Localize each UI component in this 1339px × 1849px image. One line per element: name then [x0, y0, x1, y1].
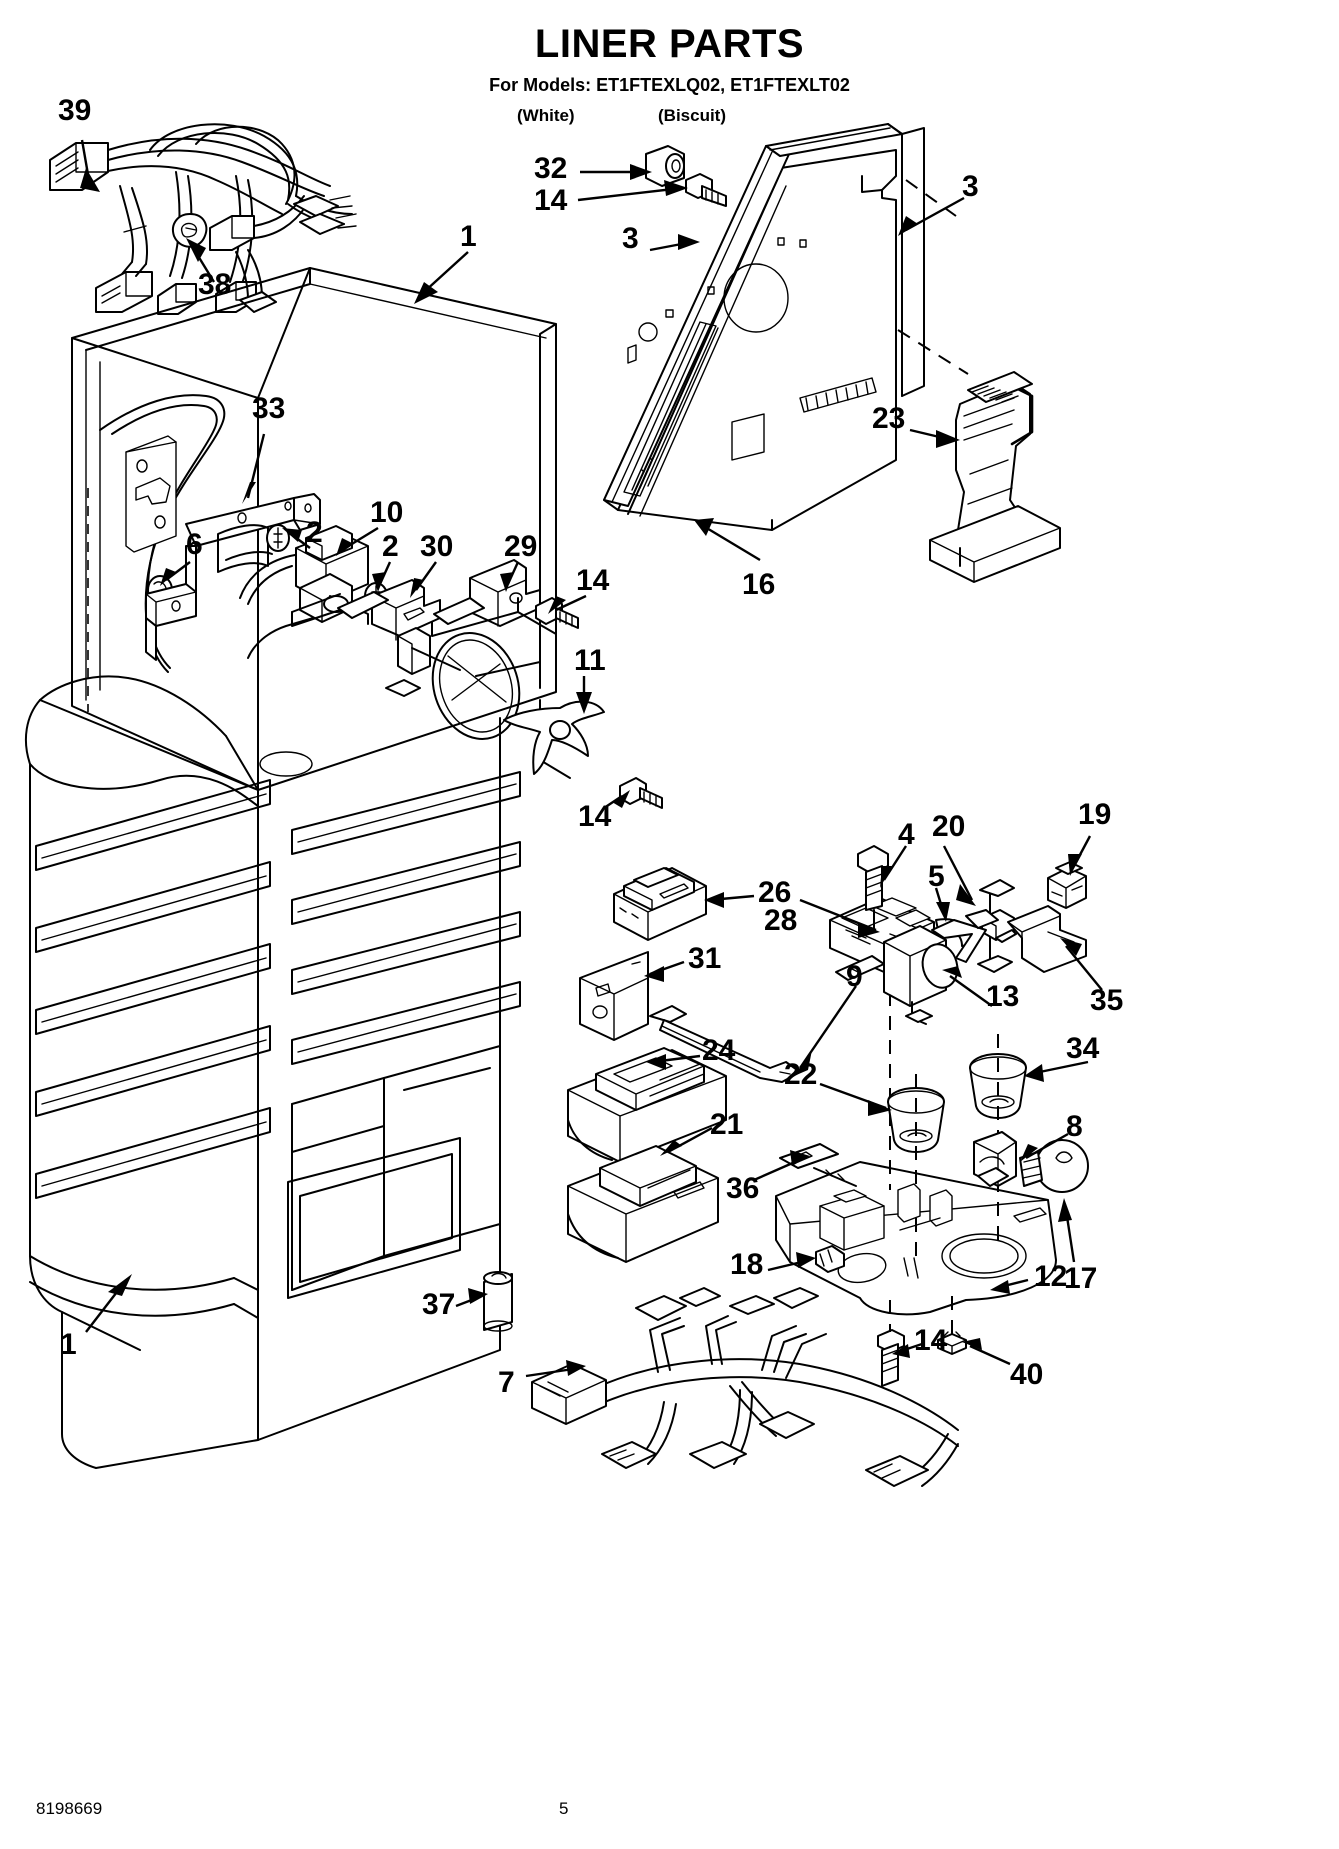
- callout-14-b: 14: [576, 564, 610, 597]
- control-module-26: [614, 868, 706, 940]
- callout-11: 11: [574, 644, 606, 677]
- callout-14-a: 14: [534, 184, 568, 217]
- models-line: For Models: ET1FTEXLQ02, ET1FTEXLT02: [489, 75, 850, 95]
- callout-1-bottom: 1: [60, 1328, 77, 1361]
- callout-33: 33: [252, 392, 286, 425]
- callout-3-left: 3: [622, 222, 639, 255]
- callout-6: 6: [186, 528, 203, 561]
- callout-8: 8: [1066, 1110, 1083, 1143]
- callout-30: 30: [420, 530, 454, 563]
- color-white-label: (White): [517, 106, 575, 125]
- callout-5: 5: [928, 860, 945, 893]
- callout-24: 24: [702, 1034, 736, 1067]
- cabinet-liner-1: [26, 268, 556, 1468]
- page-title: LINER PARTS: [534, 22, 805, 66]
- color-variants-line: (White) (Biscuit): [0, 107, 1339, 129]
- callout-13: 13: [986, 980, 1020, 1013]
- callout-23: 23: [872, 402, 906, 435]
- cover-plate-31: [580, 952, 648, 1040]
- callout-12: 12: [1034, 1260, 1068, 1293]
- callout-9: 9: [846, 960, 863, 993]
- callout-1-top: 1: [460, 220, 477, 253]
- color-biscuit-label: (Biscuit): [658, 106, 726, 125]
- dispenser-housing-23: [930, 372, 1060, 582]
- callout-39: 39: [58, 94, 92, 127]
- leader-lines: [80, 140, 1102, 1376]
- callout-35: 35: [1090, 984, 1124, 1017]
- callout-21: 21: [710, 1108, 744, 1141]
- callout-22: 22: [784, 1058, 818, 1091]
- wiring-harness-39: [50, 124, 356, 314]
- page-footer: 8198669 5: [0, 1799, 1339, 1821]
- callout-2-a: 2: [306, 516, 323, 549]
- rear-liner-panel-16: [604, 124, 968, 530]
- linkage-and-ducts: [568, 1006, 800, 1262]
- callout-18: 18: [730, 1248, 764, 1281]
- callout-10: 10: [370, 496, 404, 529]
- callout-4: 4: [898, 818, 915, 851]
- damper-motor-13: [836, 910, 998, 1024]
- callout-34: 34: [1066, 1032, 1100, 1065]
- callout-31: 31: [688, 942, 722, 975]
- hardware-32-14: [646, 146, 726, 206]
- callout-14-d: 14: [914, 1324, 948, 1357]
- lower-wiring-harness-7: [532, 1288, 958, 1486]
- callout-20: 20: [932, 810, 966, 843]
- callout-2-b: 2: [382, 530, 399, 563]
- callout-36: 36: [726, 1172, 760, 1205]
- callout-16: 16: [742, 568, 776, 601]
- callout-37: 37: [422, 1288, 456, 1321]
- callout-26: 26: [758, 876, 792, 909]
- footer-part-number: 8198669: [36, 1799, 103, 1818]
- light-housing-12: [776, 1132, 1088, 1386]
- callout-32: 32: [534, 152, 568, 185]
- callout-19: 19: [1078, 798, 1112, 831]
- callout-29: 29: [504, 530, 538, 563]
- page-header: LINER PARTS For Models: ET1FTEXLQ02, ET1…: [0, 0, 1339, 129]
- callout-3-right: 3: [962, 170, 979, 203]
- callout-7: 7: [498, 1366, 515, 1399]
- callout-14-c: 14: [578, 800, 612, 833]
- callout-40: 40: [1010, 1358, 1044, 1391]
- callout-17: 17: [1064, 1262, 1098, 1295]
- footer-page-number: 5: [559, 1799, 569, 1818]
- callout-28: 28: [764, 904, 798, 937]
- callout-38: 38: [198, 268, 232, 301]
